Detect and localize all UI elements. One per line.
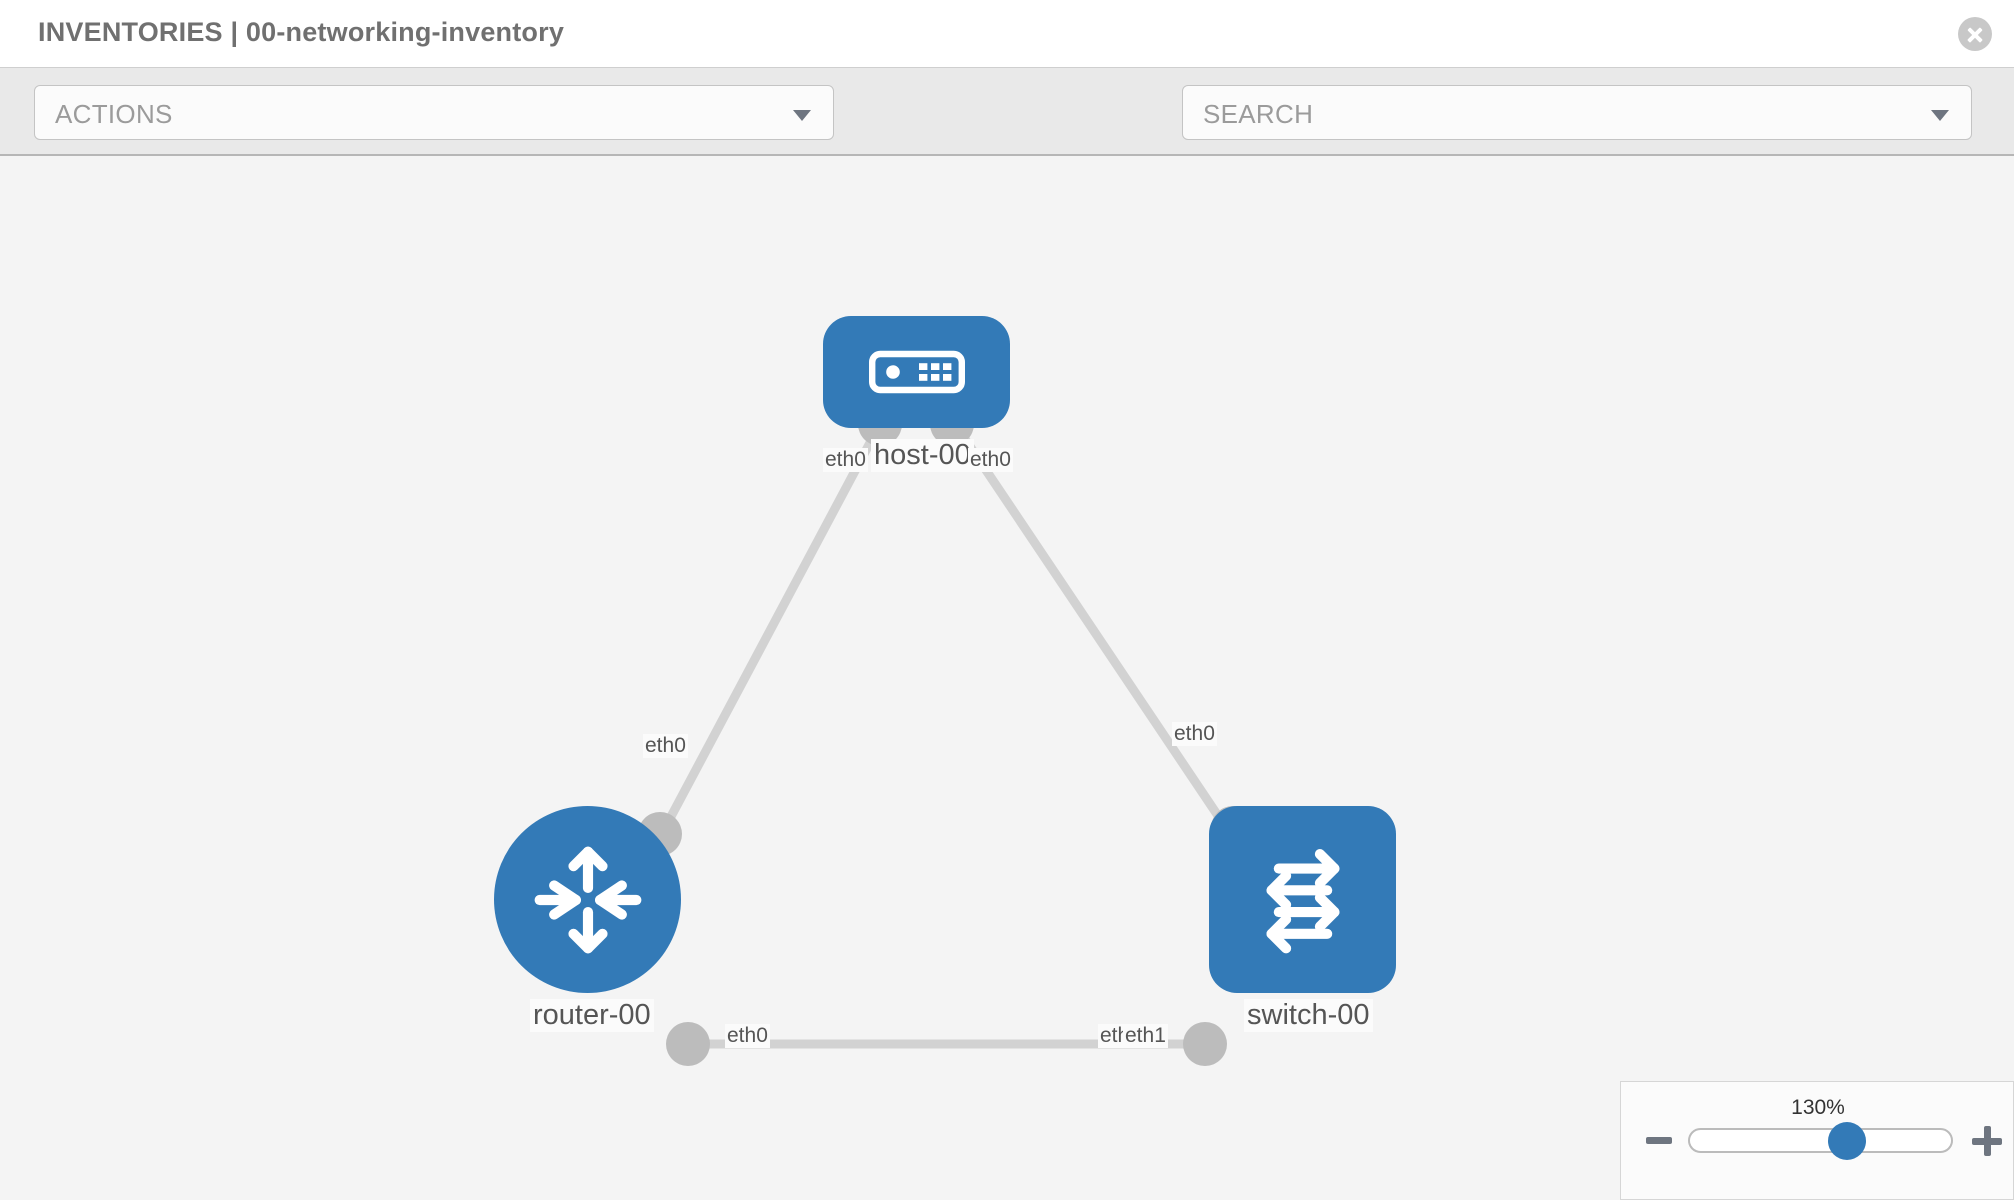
connector-switch-left bbox=[1183, 1022, 1227, 1066]
search-placeholder: SEARCH bbox=[1203, 99, 1314, 129]
zoom-slider-track[interactable] bbox=[1688, 1122, 1953, 1160]
actions-dropdown-label: ACTIONS bbox=[55, 99, 173, 129]
interface-label-host-left: eth0 bbox=[823, 448, 868, 472]
actions-dropdown[interactable]: ACTIONS bbox=[34, 85, 834, 140]
switch-arrows-icon bbox=[1266, 848, 1339, 953]
server-icon bbox=[868, 350, 965, 394]
zoom-control-panel: 130% bbox=[1620, 1081, 2014, 1200]
zoom-level-label: 130% bbox=[1791, 1096, 1845, 1119]
chevron-down-icon bbox=[793, 110, 811, 121]
zoom-out-button[interactable] bbox=[1646, 1137, 1672, 1144]
topology-graph bbox=[638, 402, 1255, 1066]
close-icon[interactable] bbox=[1958, 17, 1992, 51]
interface-label-switch-uplink: eth0 bbox=[1172, 722, 1217, 746]
zoom-in-button[interactable] bbox=[1972, 1126, 2002, 1156]
zoom-slider-thumb[interactable] bbox=[1827, 1122, 1866, 1160]
connector-router-right bbox=[666, 1022, 710, 1066]
node-label-router-00: router-00 bbox=[530, 999, 654, 1032]
node-switch-00[interactable] bbox=[1209, 806, 1396, 993]
chevron-down-icon bbox=[1931, 110, 1949, 121]
node-host-00[interactable] bbox=[823, 316, 1010, 428]
topology-links bbox=[646, 421, 1249, 1049]
interface-label-host-right: eth0 bbox=[968, 448, 1013, 472]
interface-label-switch-left-eth1: eth1 bbox=[1123, 1024, 1168, 1048]
node-label-host-00: host-00 bbox=[871, 439, 974, 472]
link-host-router bbox=[646, 421, 884, 859]
node-router-00[interactable] bbox=[494, 806, 681, 993]
node-label-switch-00: switch-00 bbox=[1244, 999, 1373, 1032]
topology-canvas[interactable]: host-00 router-00 switch-00 eth0 eth0 et… bbox=[0, 156, 2014, 1200]
link-host-switch bbox=[951, 421, 1249, 859]
interface-label-router-right: eth0 bbox=[725, 1024, 770, 1048]
router-arrows-icon bbox=[534, 846, 641, 953]
page-header: INVENTORIES | 00-networking-inventory bbox=[0, 0, 2014, 68]
interface-label-router-uplink: eth0 bbox=[643, 734, 688, 758]
search-input[interactable]: SEARCH bbox=[1182, 85, 1972, 140]
toolbar: ACTIONS SEARCH bbox=[0, 68, 2014, 205]
page-title: INVENTORIES | 00-networking-inventory bbox=[38, 17, 565, 47]
